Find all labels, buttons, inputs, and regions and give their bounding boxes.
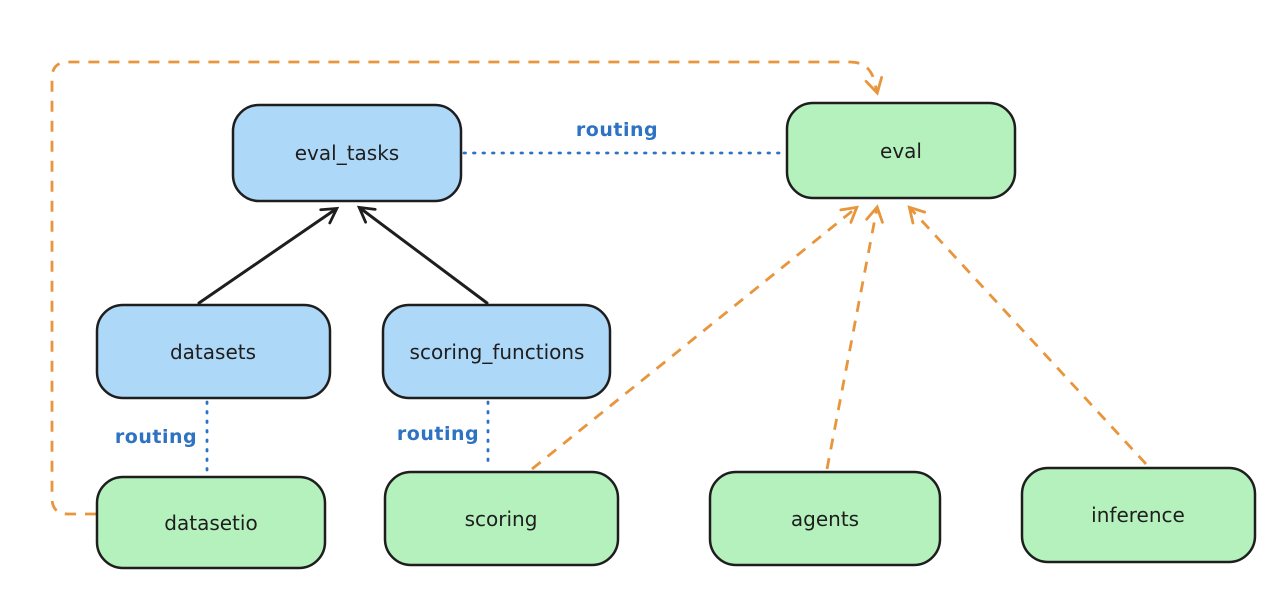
routing-label-datasets-datasetio: routing [115, 426, 197, 448]
node-scoring-functions-box [381, 303, 612, 400]
edge-datasetio-to-eval [50, 60, 884, 516]
edge-scoring-functions-to-eval-tasks [356, 205, 489, 305]
routing-label-scoring-functions-scoring: routing [397, 423, 479, 445]
node-scoring: scoring [383, 470, 620, 567]
node-scoring-functions: scoring_functions [381, 303, 612, 400]
node-datasets-label: datasets [170, 340, 256, 364]
node-agents: agents [708, 470, 942, 567]
node-eval-tasks-box [231, 103, 463, 203]
node-eval-tasks-label: eval_tasks [295, 141, 399, 165]
node-datasetio: datasetio [95, 475, 327, 570]
node-datasets-box [95, 303, 332, 400]
node-inference-box [1020, 466, 1257, 564]
node-eval-label: eval [880, 139, 922, 163]
node-datasetio-label: datasetio [164, 511, 257, 535]
node-eval-tasks: eval_tasks [231, 103, 463, 203]
edge-inference-to-eval [907, 205, 1148, 465]
node-inference-label: inference [1091, 503, 1185, 527]
node-eval-box [785, 101, 1017, 200]
node-eval: eval [785, 101, 1017, 200]
node-scoring-functions-label: scoring_functions [410, 340, 585, 364]
edge-scoring-to-eval [531, 205, 859, 471]
node-datasetio-box [95, 475, 327, 570]
edge-datasets-to-eval-tasks [197, 206, 340, 305]
node-inference: inference [1020, 466, 1257, 564]
node-scoring-label: scoring [465, 507, 538, 531]
node-agents-box [708, 470, 942, 567]
node-scoring-box [383, 470, 620, 567]
edge-agents-to-eval [825, 204, 884, 470]
node-agents-label: agents [791, 507, 859, 531]
routing-label-eval-tasks-eval: routing [576, 119, 658, 141]
node-datasets: datasets [95, 303, 332, 400]
